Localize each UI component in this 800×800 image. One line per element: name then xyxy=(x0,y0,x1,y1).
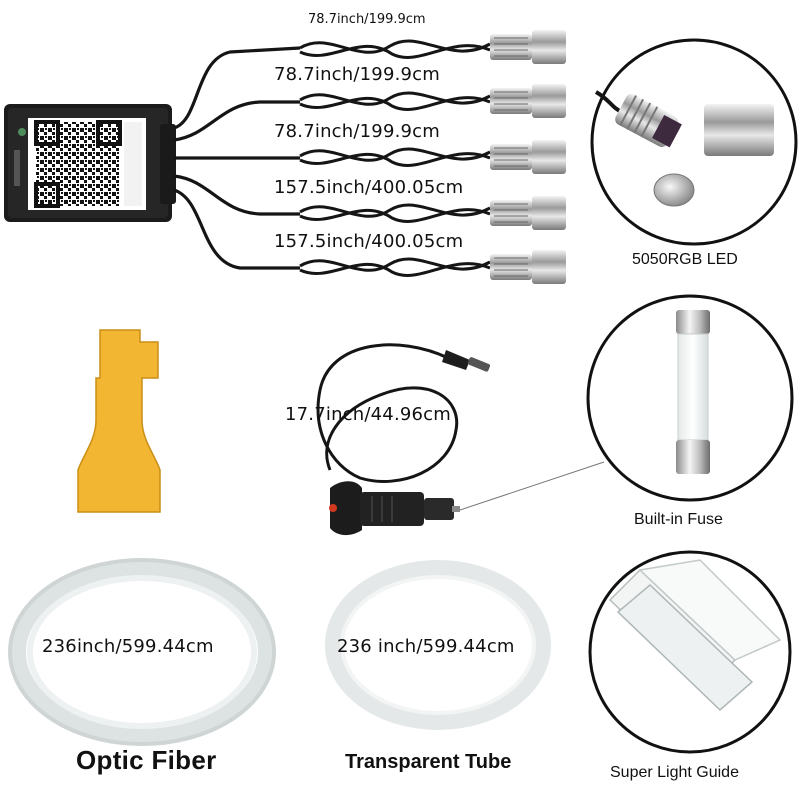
led-detail-circle xyxy=(590,38,798,246)
transparent-tube-coil xyxy=(325,560,551,730)
qr-code xyxy=(36,122,120,206)
led-caption: 5050RGB LED xyxy=(632,251,738,268)
light-guide-caption: Super Light Guide xyxy=(610,764,739,781)
tube-length-label: 236 inch/599.44cm xyxy=(337,636,515,657)
light-guide-detail-circle xyxy=(588,550,792,754)
fiber-cable-rows xyxy=(299,30,566,284)
cable-row-3 xyxy=(299,140,566,174)
cable-length-label-4: 157.5inch/400.05cm xyxy=(274,177,464,198)
cable-row-1 xyxy=(299,30,566,64)
optic-fiber-coil xyxy=(8,558,276,746)
cable-row-2 xyxy=(299,84,566,118)
controller-wires xyxy=(173,46,301,270)
controller-box xyxy=(4,104,176,222)
cable-length-label-2: 78.7inch/199.9cm xyxy=(274,64,441,85)
power-cable-length-label: 17.7inch/44.96cm xyxy=(285,404,452,425)
cable-length-label-1: 78.7inch/199.9cm xyxy=(308,12,426,27)
scraper-tool xyxy=(77,329,161,513)
fuse-detail-circle xyxy=(586,294,794,502)
lighter-plug xyxy=(329,481,460,536)
cable-row-5 xyxy=(299,250,566,284)
transparent-tube-caption: Transparent Tube xyxy=(345,751,512,773)
cable-length-label-5: 157.5inch/400.05cm xyxy=(274,231,464,252)
fiber-length-label: 236inch/599.44cm xyxy=(42,636,214,657)
cable-length-label-3: 78.7inch/199.9cm xyxy=(274,121,441,142)
optic-fiber-caption: Optic Fiber xyxy=(76,745,217,775)
fuse-caption: Built-in Fuse xyxy=(634,511,723,528)
cable-row-4 xyxy=(299,196,566,230)
power-cable xyxy=(316,343,605,536)
